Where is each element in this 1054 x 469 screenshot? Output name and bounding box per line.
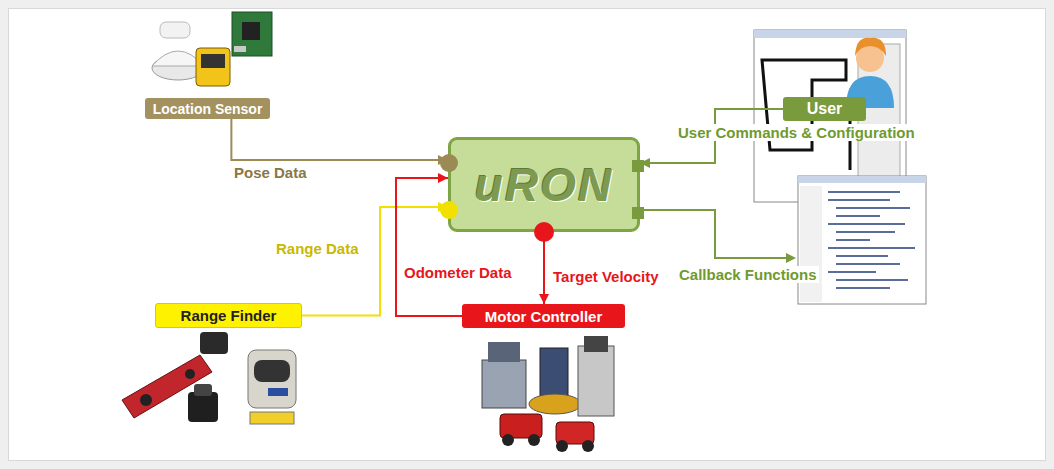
callback-label: Callback Functions bbox=[677, 266, 819, 283]
connector bbox=[539, 238, 549, 304]
edge-label: Target Velocity bbox=[551, 268, 661, 285]
robot-group bbox=[482, 336, 614, 452]
connector-line bbox=[231, 119, 448, 160]
core-box: uRON bbox=[448, 137, 640, 232]
pose-port bbox=[440, 154, 458, 172]
edge-label: Pose Data bbox=[232, 164, 309, 181]
connector bbox=[302, 202, 448, 316]
connector bbox=[231, 119, 448, 165]
edge-label: User Commands & Configuration bbox=[676, 124, 917, 141]
user-box: User bbox=[783, 97, 866, 121]
user-port bbox=[632, 160, 644, 172]
code-screenshot bbox=[798, 176, 926, 304]
motor-port bbox=[534, 222, 554, 242]
sensor-box: Range Finder bbox=[155, 303, 302, 328]
gps-receiver bbox=[196, 48, 230, 86]
node-label: User bbox=[807, 100, 843, 118]
node-label: uRON bbox=[475, 158, 613, 212]
edge-label: Odometer Data bbox=[402, 264, 514, 281]
circuit-board bbox=[232, 12, 272, 56]
arrow-head bbox=[438, 173, 448, 183]
sick-scanner bbox=[248, 350, 296, 424]
arrow-head bbox=[539, 294, 549, 304]
connector-line bbox=[302, 207, 448, 316]
sensor-box: Location Sensor bbox=[145, 98, 271, 119]
callback-port bbox=[632, 207, 644, 219]
controller-box: Motor Controller bbox=[462, 304, 625, 328]
hokuyo-sensor bbox=[188, 332, 228, 422]
range-port bbox=[440, 201, 458, 219]
edge-label: Range Data bbox=[274, 240, 361, 257]
callback-arrow bbox=[640, 210, 796, 263]
node-label: Location Sensor bbox=[153, 101, 263, 117]
node-label: Motor Controller bbox=[485, 308, 603, 325]
node-label: Range Finder bbox=[181, 307, 277, 324]
